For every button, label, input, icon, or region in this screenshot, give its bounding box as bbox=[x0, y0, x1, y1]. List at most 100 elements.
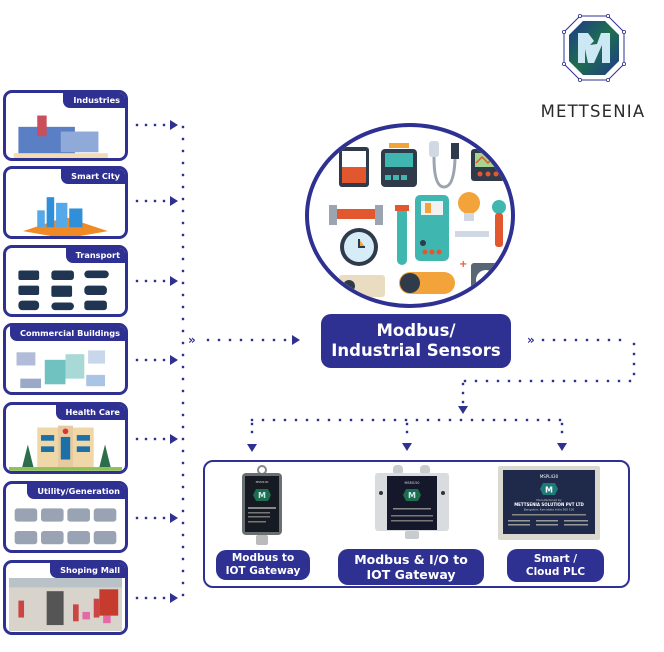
connector-dot bbox=[573, 379, 577, 383]
connector-dot bbox=[560, 430, 564, 434]
connector-dot bbox=[181, 521, 185, 525]
connector-dot bbox=[305, 418, 309, 422]
connector-dot bbox=[144, 437, 148, 441]
connector-dot bbox=[181, 533, 185, 537]
arrow-down-icon bbox=[247, 444, 257, 452]
connector-dot bbox=[206, 338, 210, 342]
connector-dot bbox=[144, 358, 148, 362]
connector-dot bbox=[461, 391, 465, 395]
category-label: Utility/Generation bbox=[27, 484, 125, 499]
connector-dot bbox=[283, 338, 287, 342]
device-model-1: MSM100 bbox=[256, 480, 269, 484]
connector-dot bbox=[153, 199, 157, 203]
connector-dot bbox=[181, 137, 185, 141]
connector-dot bbox=[459, 418, 463, 422]
vehicles-illustration bbox=[18, 270, 109, 311]
category-card-transport: Transport bbox=[3, 245, 128, 317]
connector-dot bbox=[540, 379, 544, 383]
connector-dot bbox=[181, 449, 185, 453]
connector-dot bbox=[144, 279, 148, 283]
device-maker-line3: Bangalore, Karnataka India 560 100 bbox=[524, 508, 575, 512]
connector-dot bbox=[162, 437, 166, 441]
connector-dot bbox=[181, 341, 185, 345]
connector-dot bbox=[585, 338, 589, 342]
connector-dot bbox=[181, 389, 185, 393]
connector-dot bbox=[541, 338, 545, 342]
commercial-buildings-illustration bbox=[16, 350, 106, 389]
connector-dot bbox=[316, 418, 320, 422]
feeder-dotted-lines bbox=[135, 123, 166, 600]
connector-dot bbox=[181, 437, 185, 441]
connector-dot bbox=[153, 516, 157, 520]
connector-dot bbox=[181, 185, 185, 189]
category-label: Commercial Buildings bbox=[9, 326, 125, 341]
category-label: Health Care bbox=[55, 405, 125, 420]
connector-dot bbox=[153, 123, 157, 127]
connector-dot bbox=[405, 422, 409, 426]
connector-dot bbox=[547, 418, 551, 422]
logo-octagon-icon bbox=[562, 14, 627, 83]
connector-dot bbox=[349, 418, 353, 422]
connector-dot bbox=[632, 342, 636, 346]
connector-dot bbox=[606, 379, 610, 383]
to-sensors-dotted-line bbox=[206, 338, 287, 342]
connector-dot bbox=[607, 338, 611, 342]
label-line1: Modbus & I/O to bbox=[354, 552, 468, 567]
connector-dot bbox=[518, 379, 522, 383]
category-label: Smart City bbox=[61, 169, 125, 184]
connector-dot bbox=[135, 358, 139, 362]
connector-dot bbox=[181, 497, 185, 501]
connector-dot bbox=[181, 401, 185, 405]
smart-cloud-plc-label: Smart /Cloud PLC bbox=[507, 549, 604, 582]
connector-dot bbox=[181, 233, 185, 237]
device-model-2: MSM150 bbox=[405, 481, 420, 485]
connector-dot bbox=[632, 372, 636, 376]
label-line1: Smart / bbox=[533, 552, 578, 565]
connector-dot bbox=[181, 197, 185, 201]
sensors-to-devices-dotted-line bbox=[250, 338, 636, 434]
connector-dot bbox=[135, 123, 139, 127]
connector-dot bbox=[415, 418, 419, 422]
smart-cloud-plc-device: MSPL430 M Manufactured by METTSENIA SOLU… bbox=[498, 466, 600, 540]
connector-dot bbox=[628, 379, 632, 383]
connector-dot bbox=[162, 596, 166, 600]
connector-dot bbox=[181, 569, 185, 573]
category-label: Industries bbox=[63, 93, 125, 108]
connector-dot bbox=[405, 430, 409, 434]
connector-dot bbox=[536, 418, 540, 422]
connector-dot bbox=[574, 338, 578, 342]
connector-dot bbox=[371, 418, 375, 422]
connector-dot bbox=[162, 199, 166, 203]
brand-name: METTSENIA bbox=[540, 102, 646, 121]
device-maker-line2: METTSENIA SOLUTION PVT LTD bbox=[514, 502, 584, 507]
connector-dot bbox=[181, 209, 185, 213]
connector-dot bbox=[181, 581, 185, 585]
connector-dot bbox=[596, 338, 600, 342]
arrow-right-icon bbox=[170, 120, 178, 130]
connector-dot bbox=[463, 379, 467, 383]
connector-dot bbox=[144, 596, 148, 600]
connector-dot bbox=[153, 596, 157, 600]
category-label: Transport bbox=[65, 248, 125, 263]
category-card-utility-generation: Utility/Generation bbox=[3, 481, 128, 553]
connector-dot bbox=[181, 545, 185, 549]
svg-text:+: + bbox=[459, 259, 467, 270]
connector-dot bbox=[492, 418, 496, 422]
device-logo-2: M bbox=[408, 491, 416, 500]
connector-dot bbox=[294, 418, 298, 422]
arrow-right-icon bbox=[170, 276, 178, 286]
connector-dot bbox=[181, 221, 185, 225]
connector-dot bbox=[562, 379, 566, 383]
hospital-illustration bbox=[9, 425, 122, 471]
connector-dot bbox=[181, 425, 185, 429]
device-logo-3: M bbox=[545, 486, 553, 495]
connector-dot bbox=[181, 377, 185, 381]
connector-dot bbox=[525, 418, 529, 422]
trunk-dotted-line bbox=[181, 125, 185, 597]
connector-dot bbox=[181, 245, 185, 249]
category-card-commercial-buildings: Commercial Buildings bbox=[3, 323, 128, 395]
connector-dot bbox=[181, 365, 185, 369]
connector-dot bbox=[228, 338, 232, 342]
connector-dot bbox=[632, 362, 636, 366]
